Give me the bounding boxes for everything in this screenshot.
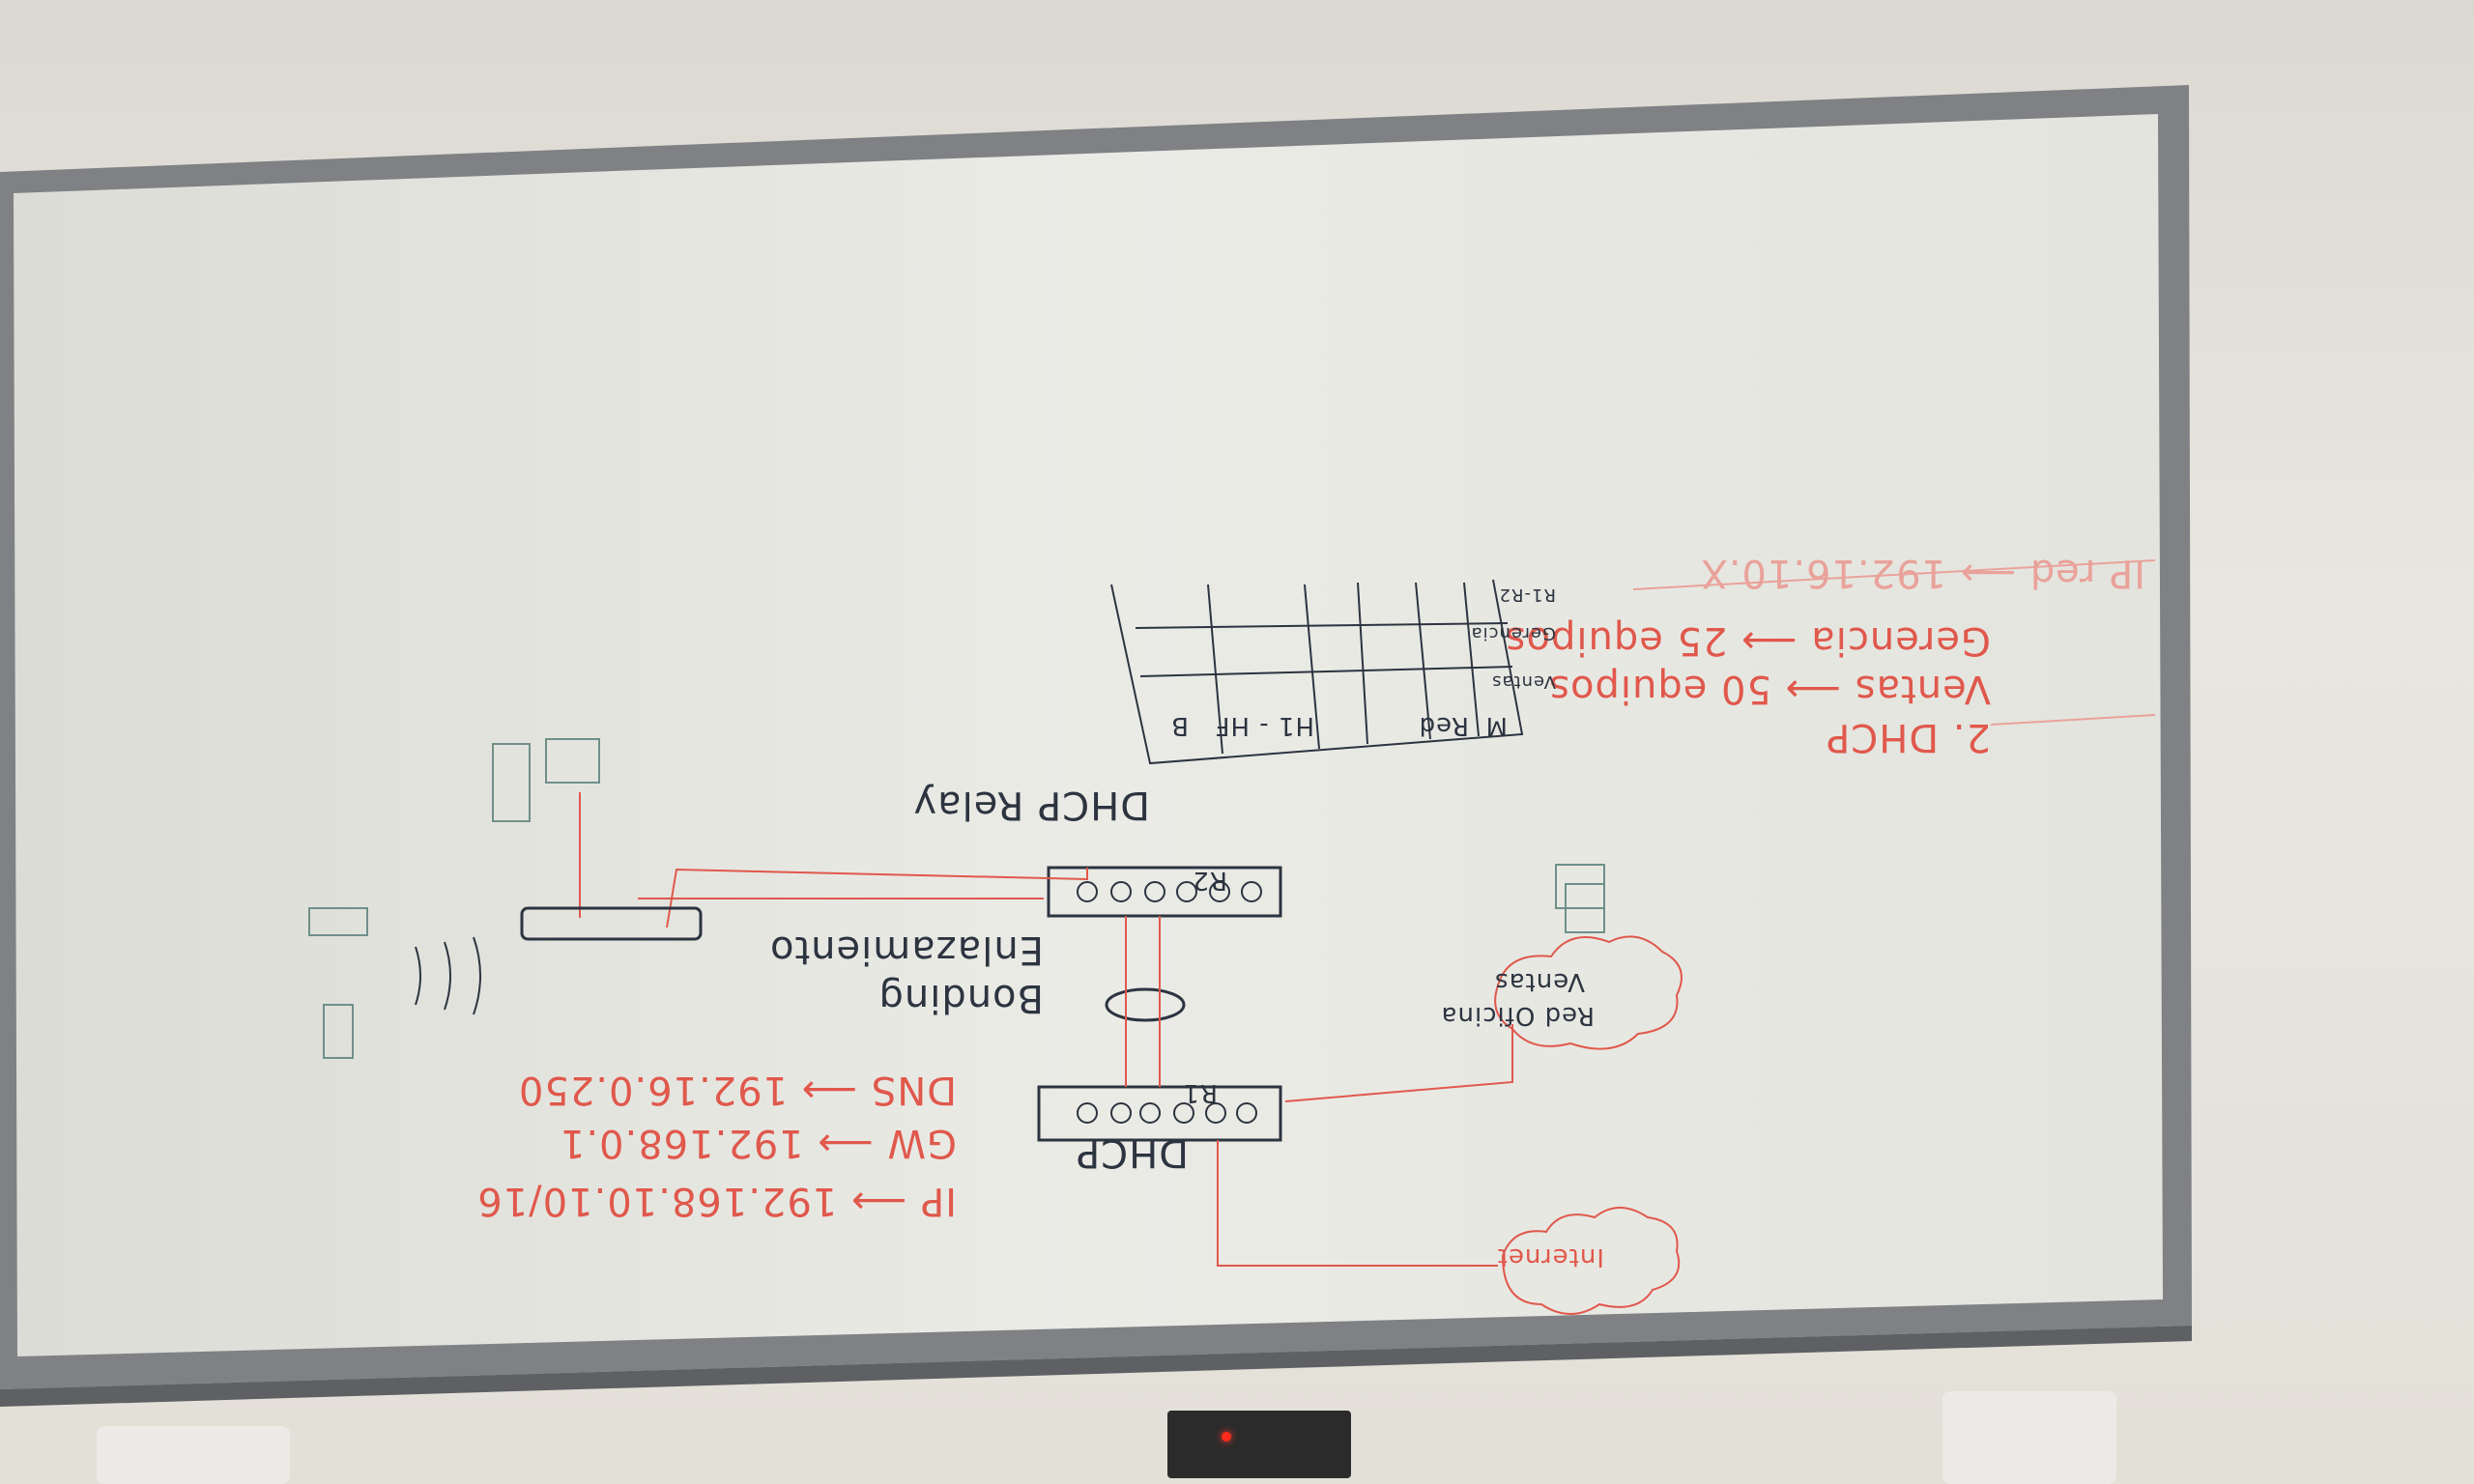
r1-label: R1 (1182, 1078, 1218, 1107)
cloud-text-2: Ventas (1494, 967, 1585, 996)
ip-red-line: IP red ⟶ 192.16.10.X (1700, 551, 2145, 595)
table-row-ventas: Ventas (1491, 671, 1556, 692)
table-row-gerencia: Gerencia (1470, 623, 1556, 643)
left-device (97, 1426, 290, 1484)
ventas-line: Ventas ⟶ 50 equipos (1548, 667, 1991, 711)
cloud-text-1: Red Oficina (1440, 1001, 1595, 1030)
red-led (1222, 1432, 1231, 1441)
table-head-m: M (1484, 711, 1508, 740)
table-head-range: H1 - HF (1214, 711, 1314, 740)
gw-line: GW ⟶ 192.168.0.1 (559, 1121, 957, 1165)
enlace-label: Enlazamiento (769, 928, 1044, 972)
table-row-r1r2: R1-R2 (1498, 585, 1556, 605)
table-head-red: Red (1418, 711, 1469, 740)
internet-cloud-text: Internet (1496, 1242, 1604, 1271)
heading-dhcp: 2. DHCP (1826, 715, 1991, 759)
relay-label: DHCP Relay (912, 783, 1150, 827)
ip-line: IP ⟶ 192.168.10.10/16 (476, 1179, 957, 1223)
speaker (1942, 1391, 2116, 1484)
bonding-label: Bonding (877, 976, 1044, 1020)
table-head-b: B (1170, 711, 1189, 740)
wall-device (1167, 1411, 1351, 1478)
gerencia-line: Gerencia ⟶ 25 equipos (1504, 618, 1991, 663)
r2-label: R2 (1192, 866, 1227, 895)
dhcp-label: DHCP (1076, 1130, 1189, 1175)
dns-line: DNS ⟶ 192.16.0.250 (517, 1068, 957, 1112)
